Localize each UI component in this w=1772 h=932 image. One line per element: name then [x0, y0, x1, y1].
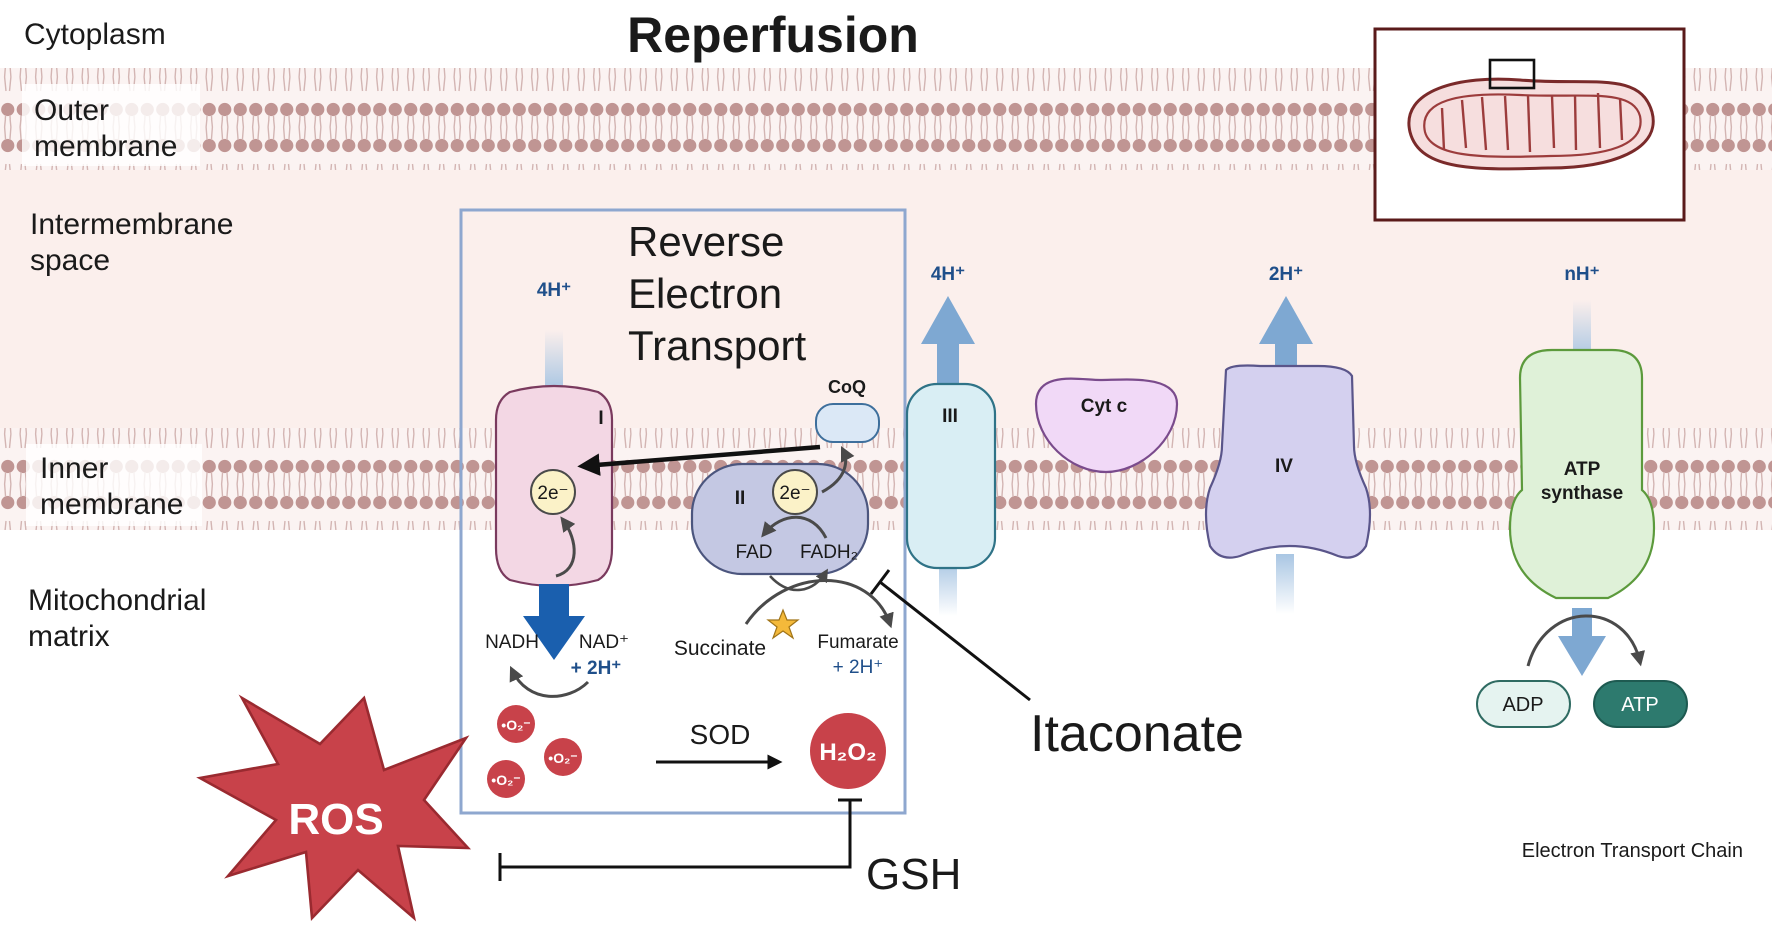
cytochrome-c	[1034, 377, 1179, 474]
coq	[815, 403, 880, 443]
nad-label: NAD⁺	[579, 632, 629, 653]
complex-2-star-icon	[766, 608, 800, 640]
complex-1-label: I	[598, 408, 603, 429]
intermembrane-label-line2: space	[30, 244, 110, 277]
complex-2-electrons	[772, 469, 818, 515]
outer-membrane-label-line2: membrane	[34, 130, 177, 163]
fumarate-label: Fumarate	[817, 632, 898, 653]
h2o2	[810, 713, 886, 789]
nadh-down-arrow	[523, 584, 585, 660]
fad-to-fadh2-arrow	[769, 568, 829, 592]
inner-membrane-label-line2: membrane	[40, 488, 183, 521]
ret-title-line2: Electron	[628, 270, 782, 317]
complex-3-protons: 4H⁺	[931, 264, 965, 285]
atp-synthase-protons: nH⁺	[1564, 264, 1599, 285]
complex-3-label: III	[942, 406, 958, 427]
fumarate-protons-label: + 2H⁺	[833, 657, 884, 678]
complex-1-proton-flow	[545, 330, 563, 390]
itaconate-inhibition-bar	[869, 569, 891, 595]
nadh-to-electrons-arrow	[555, 516, 576, 578]
superoxide-1	[497, 705, 535, 743]
complex-1-protons: 4H⁺	[537, 280, 571, 301]
matrix-label-line1: Mitochondrial	[28, 584, 206, 617]
electrons-to-coq-arrow	[821, 445, 855, 494]
adp-pill	[1476, 680, 1571, 728]
nad-protons-label: + 2H⁺	[571, 658, 622, 679]
fad-label: FAD	[736, 542, 773, 563]
atp-synthase-proton-arrow	[1558, 608, 1606, 676]
complex-1-electrons-label: 2e⁻	[537, 483, 568, 504]
complex-4	[1204, 364, 1372, 559]
ret-title-line1: Reverse	[628, 218, 784, 265]
mitochondrion-inset	[1373, 27, 1686, 222]
adp-to-atp-arrow	[1526, 614, 1645, 667]
matrix-label-line2: matrix	[28, 620, 110, 653]
coq-label: CoQ	[828, 377, 866, 397]
atp-label: ATP	[1621, 694, 1658, 716]
fadh2-to-fad-arrow	[761, 515, 828, 539]
superoxide-3	[487, 760, 525, 798]
sod-label: SOD	[690, 719, 751, 750]
cytochrome-c-label: Cyt c	[1081, 396, 1128, 417]
succinate-label: Succinate	[674, 637, 766, 660]
ros-burst	[196, 694, 472, 922]
itaconate-inhibition-line	[879, 580, 1031, 702]
ret-title-line3: Transport	[628, 322, 807, 369]
ros-label: ROS	[288, 795, 383, 844]
superoxide-3-label: •O₂⁻	[491, 772, 520, 788]
inner-membrane-top-leaflet	[0, 428, 1772, 479]
reverse-electron-transport-box	[459, 208, 907, 815]
outer-membrane-label-line1: Outer	[34, 94, 109, 127]
complex-4-protons: 2H⁺	[1269, 264, 1303, 285]
gsh-label: GSH	[866, 850, 961, 899]
complex-4-proton-arrow	[1259, 296, 1313, 376]
intermembrane-label-line1: Intermembrane	[30, 208, 233, 241]
nadh-cycle-arrow	[509, 665, 590, 698]
adp-label: ADP	[1502, 694, 1543, 716]
complex-2-label: II	[735, 488, 746, 509]
atp-pill	[1593, 680, 1688, 728]
page-title: Reperfusion	[627, 7, 919, 63]
h2o2-label: H₂O₂	[819, 739, 876, 766]
atp-synthase	[1508, 348, 1656, 600]
complex-2-electrons-label: 2e⁻	[779, 483, 810, 504]
fadh2-label: FADH₂	[800, 542, 858, 563]
complex-3-proton-flow	[939, 560, 957, 616]
complex-1-electrons	[530, 469, 576, 515]
complex-4-proton-flow	[1276, 554, 1294, 614]
itaconate-label: Itaconate	[1030, 705, 1244, 763]
nadh-label: NADH	[485, 632, 539, 653]
inner-membrane-label-line1: Inner	[40, 452, 108, 485]
complex-4-label: IV	[1275, 456, 1293, 477]
superoxide-2-label: •O₂⁻	[548, 750, 577, 766]
complex-3	[905, 382, 997, 570]
gsh-inhibition-path	[500, 800, 852, 869]
superoxide-2	[544, 738, 582, 776]
complex-3-proton-arrow	[921, 296, 975, 400]
coq-to-complex-1-arrow	[577, 444, 821, 476]
succinate-to-fumarate-arrow	[744, 579, 894, 629]
atp-synthase-label-line1: ATP	[1564, 459, 1601, 480]
cytoplasm-label: Cytoplasm	[24, 18, 166, 51]
inner-membrane-bottom-leaflet	[0, 479, 1772, 530]
superoxide-1-label: •O₂⁻	[501, 717, 530, 733]
caption: Electron Transport Chain	[1522, 840, 1743, 862]
atp-synthase-label-line2: synthase	[1541, 483, 1623, 504]
atp-synthase-proton-flow	[1573, 300, 1591, 360]
